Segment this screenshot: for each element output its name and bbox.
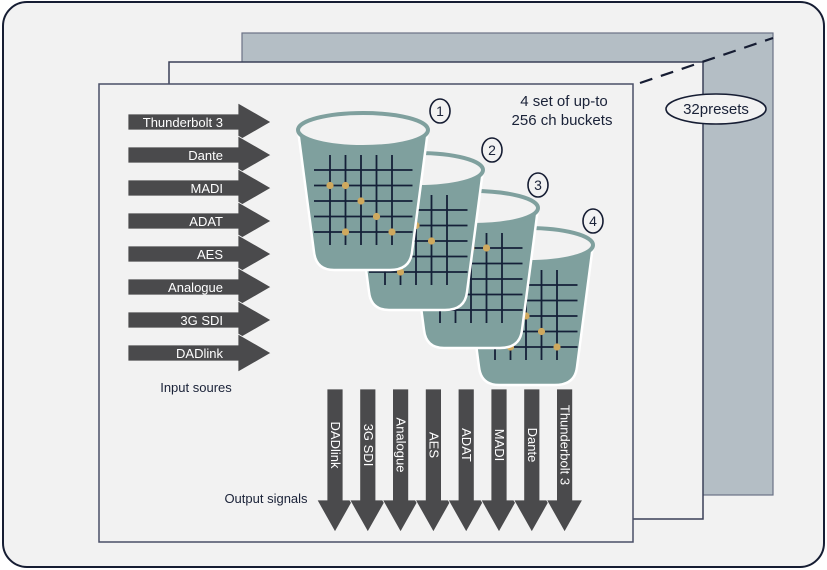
crosspoint-node: [357, 197, 365, 205]
arrow-shape: [381, 388, 420, 533]
input-label: Dante: [188, 148, 223, 163]
arrow-shape: [127, 102, 272, 142]
output-arrow: Analogue: [381, 388, 420, 533]
input-label: AES: [197, 247, 223, 262]
arrow-shape: [545, 388, 584, 533]
crosspoint-node: [537, 327, 546, 336]
crosspoint-node: [482, 244, 491, 252]
bucket-number: 4: [589, 213, 597, 229]
arrow-shape: [513, 388, 551, 533]
arrow-shape: [414, 388, 453, 533]
input-arrow: Thunderbolt 3: [127, 102, 272, 142]
output-arrow: DADlink: [316, 388, 354, 533]
routing-grid: [314, 155, 413, 245]
input-label: 3G SDI: [180, 313, 223, 328]
output-arrow: Dante: [513, 388, 551, 533]
arrow-shape: [127, 333, 272, 373]
input-label: ADAT: [189, 214, 223, 229]
output-label: ADAT: [459, 428, 474, 462]
crosspoint-node: [427, 237, 436, 245]
buckets-caption-line1: 4 set of up-to: [520, 93, 608, 110]
bucket-number: 1: [436, 103, 444, 119]
crosspoint-node: [388, 228, 396, 236]
bucket-number: 3: [534, 177, 542, 193]
arrow-shape: [127, 300, 272, 340]
bucket-number-badge: 2: [481, 137, 503, 163]
presets-badge: 32presets: [665, 93, 767, 125]
output-label: 3G SDI: [361, 424, 376, 467]
bucket-number: 2: [488, 142, 496, 158]
output-arrows: DADlink 3G SDI Analogue AES ADAT MADI Dante Thu…: [316, 388, 584, 533]
arrow-shape: [127, 234, 272, 274]
output-label: MADI: [492, 429, 507, 462]
input-label: Analogue: [168, 280, 223, 295]
arrow-shape: [480, 388, 518, 533]
output-arrow: 3G SDI: [349, 388, 387, 533]
output-label: DADlink: [328, 422, 343, 469]
input-arrow: 3G SDI: [127, 300, 272, 340]
input-caption: Input soures: [160, 380, 232, 395]
output-label: Analogue: [394, 418, 409, 473]
output-arrow: MADI: [480, 388, 518, 533]
input-label: MADI: [191, 181, 224, 196]
input-arrow: ADAT: [127, 201, 272, 241]
arrow-shape: [316, 388, 354, 533]
input-label: Thunderbolt 3: [143, 115, 223, 130]
crosspoint-node: [553, 343, 561, 351]
bucket-number-badge: 1: [429, 98, 451, 124]
arrow-shape: [127, 201, 272, 241]
arrow-shape: [127, 135, 272, 175]
bucket-number-badge: 3: [527, 172, 549, 198]
input-label: DADlink: [176, 346, 223, 361]
presets-label: 32presets: [683, 101, 749, 118]
input-arrow: AES: [127, 234, 272, 274]
input-arrow: DADlink: [127, 333, 272, 373]
bucket-1: [296, 111, 430, 272]
dashed-depth-line: [639, 36, 774, 85]
output-arrow: ADAT: [447, 388, 485, 533]
output-arrow: AES: [414, 388, 453, 533]
bucket-number-badge: 4: [582, 208, 604, 234]
buckets-caption-line2: 256 ch buckets: [512, 112, 613, 129]
crosspoint-node: [372, 212, 381, 221]
input-arrow: MADI: [127, 168, 272, 208]
crosspoint-node: [341, 228, 350, 236]
output-arrow: Thunderbolt 3: [545, 388, 584, 533]
arrow-shape: [349, 388, 387, 533]
arrow-shape: [447, 388, 485, 533]
arrow-shape: [127, 168, 272, 208]
crosspoint-node: [341, 181, 350, 190]
output-label: Thunderbolt 3: [558, 405, 573, 485]
output-label: AES: [426, 432, 441, 458]
input-arrow: Dante: [127, 135, 272, 175]
crosspoint-node: [326, 181, 334, 190]
arrow-shape: [127, 267, 272, 307]
output-label: Dante: [525, 428, 540, 463]
bucket-rim: [296, 111, 430, 149]
buckets: 4 3 2 1: [296, 98, 604, 387]
output-caption: Output signals: [224, 491, 308, 506]
input-arrow: Analogue: [127, 267, 272, 307]
